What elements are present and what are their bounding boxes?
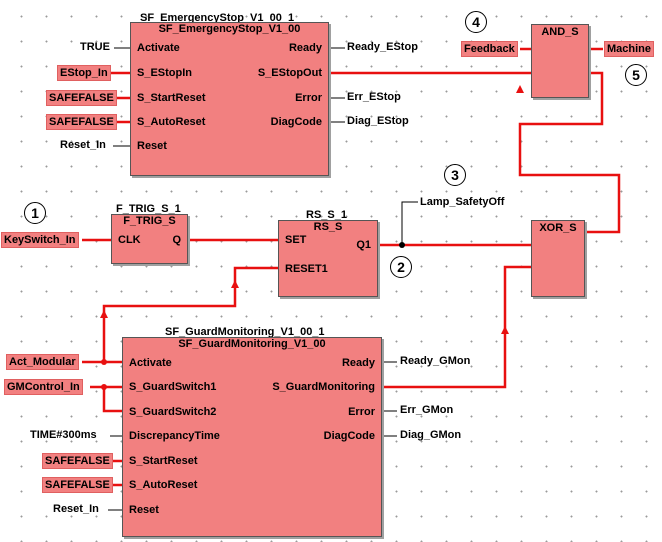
signal-guard-reset-in[interactable]: Reset_In xyxy=(53,503,99,515)
standard-wires xyxy=(108,47,418,511)
estop-pin-ready[interactable]: Ready xyxy=(288,42,322,54)
arrow-act-modular xyxy=(100,310,108,318)
signal-guard-safefalse-1[interactable]: SAFEFALSE xyxy=(42,453,113,469)
estop-pin-reset[interactable]: Reset xyxy=(137,140,167,152)
wire-guard-to-xor[interactable] xyxy=(380,265,531,389)
callout-4: 4 xyxy=(465,11,487,33)
signal-estop-safefalse-2[interactable]: SAFEFALSE xyxy=(46,114,117,130)
signal-true[interactable]: TRUE xyxy=(80,41,110,53)
callout-5: 5 xyxy=(625,64,647,86)
rs-pin-reset1[interactable]: RESET1 xyxy=(285,263,328,275)
guard-pin-ready[interactable]: Ready xyxy=(341,357,375,369)
callout-3: 3 xyxy=(444,164,466,186)
guard-pin-startreset[interactable]: S_StartReset xyxy=(129,455,198,467)
junction-gmcontrol xyxy=(101,384,107,390)
arrow-and-loop xyxy=(516,85,524,93)
guard-pin-discrepancytime[interactable]: DiscrepancyTime xyxy=(129,430,220,442)
xor-block-type: XOR_S xyxy=(539,222,577,234)
rs-block[interactable]: RS_S SET RESET1 Q1 xyxy=(278,220,378,297)
guard-instance-name: SF_GuardMonitoring_V1_00_1 xyxy=(165,326,325,338)
estop-block-type: SF_EmergencyStop_V1_00 xyxy=(158,23,301,35)
signal-gmcontrol-in[interactable]: GMControl_In xyxy=(4,379,83,395)
wire-lamp[interactable] xyxy=(401,201,418,245)
guard-pin-error[interactable]: Error xyxy=(348,406,375,418)
signal-feedback[interactable]: Feedback xyxy=(461,41,518,57)
signal-flow-arrows xyxy=(100,85,524,334)
signal-err-gmon[interactable]: Err_GMon xyxy=(400,404,454,416)
signal-diag-estop[interactable]: Diag_EStop xyxy=(347,115,409,127)
signal-estop-reset-in[interactable]: Reset_In xyxy=(60,139,106,151)
ftrig-block[interactable]: F_TRIG_S CLK Q xyxy=(111,214,188,264)
signal-ready-gmon[interactable]: Ready_GMon xyxy=(400,355,471,367)
signal-machine[interactable]: Machine xyxy=(604,41,655,57)
wire-act-to-rs-reset[interactable] xyxy=(102,266,278,362)
rs-instance-name: RS_S_1 xyxy=(306,209,347,221)
signal-discrepancy-time[interactable]: TIME#300ms xyxy=(30,429,97,441)
rs-pin-set[interactable]: SET xyxy=(285,234,307,246)
callout-1: 1 xyxy=(24,202,46,224)
rs-block-type: RS_S xyxy=(313,221,343,233)
and-block-type: AND_S xyxy=(541,26,579,38)
estop-pin-activate[interactable]: Activate xyxy=(137,42,180,54)
signal-guard-safefalse-2[interactable]: SAFEFALSE xyxy=(42,477,113,493)
xor-block[interactable]: XOR_S xyxy=(531,220,585,297)
guard-block[interactable]: SF_GuardMonitoring_V1_00 Activate S_Guar… xyxy=(122,337,382,537)
estop-pin-error[interactable]: Error xyxy=(295,92,322,104)
wire-junctions xyxy=(101,359,107,390)
guard-pin-guardmonitoring[interactable]: S_GuardMonitoring xyxy=(272,381,375,393)
signal-ready-estop[interactable]: Ready_EStop xyxy=(347,41,418,53)
estop-pin-autoreset[interactable]: S_AutoReset xyxy=(137,116,206,128)
ftrig-pin-q[interactable]: Q xyxy=(172,234,181,246)
rs-pin-q1[interactable]: Q1 xyxy=(356,239,371,251)
junction-q1 xyxy=(399,242,405,248)
ftrig-pin-clk[interactable]: CLK xyxy=(118,234,141,246)
signal-estop-in[interactable]: EStop_In xyxy=(57,65,111,81)
guard-pin-guardswitch1[interactable]: S_GuardSwitch1 xyxy=(129,381,217,393)
wire-gmcontrol-branch[interactable] xyxy=(102,387,122,413)
wire-and-xor-loop[interactable] xyxy=(518,71,621,234)
signal-keyswitch-in[interactable]: KeySwitch_In xyxy=(1,232,79,248)
guard-pin-diagcode[interactable]: DiagCode xyxy=(323,430,375,442)
estop-pin-estopin[interactable]: S_EStopIn xyxy=(137,67,193,79)
guard-pin-reset[interactable]: Reset xyxy=(129,504,159,516)
and-block[interactable]: AND_S xyxy=(531,24,589,98)
estop-pin-diagcode[interactable]: DiagCode xyxy=(270,116,322,128)
signal-estop-safefalse-1[interactable]: SAFEFALSE xyxy=(46,90,117,106)
callout-2: 2 xyxy=(390,256,412,278)
guard-pin-activate[interactable]: Activate xyxy=(129,357,172,369)
arrow-rs-reset xyxy=(231,280,239,288)
guard-block-type: SF_GuardMonitoring_V1_00 xyxy=(178,338,326,350)
ftrig-instance-name: F_TRIG_S_1 xyxy=(116,203,181,215)
guard-pin-guardswitch2[interactable]: S_GuardSwitch2 xyxy=(129,406,217,418)
guard-pin-autoreset[interactable]: S_AutoReset xyxy=(129,479,198,491)
ftrig-block-type: F_TRIG_S xyxy=(123,215,176,227)
estop-instance-name: SF_EmergencyStop_V1_00_1 xyxy=(140,12,295,24)
estop-pin-estopout[interactable]: S_EStopOut xyxy=(257,67,322,79)
estop-block[interactable]: SF_EmergencyStop_V1_00 Activate S_EStopI… xyxy=(130,22,329,176)
signal-lamp-safetyoff[interactable]: Lamp_SafetyOff xyxy=(420,196,505,208)
estop-pin-startreset[interactable]: S_StartReset xyxy=(137,92,206,104)
signal-err-estop[interactable]: Err_EStop xyxy=(347,91,401,103)
signal-diag-gmon[interactable]: Diag_GMon xyxy=(400,429,462,441)
signal-act-modular[interactable]: Act_Modular xyxy=(6,354,79,370)
arrow-guard-out xyxy=(501,326,509,334)
junction-act-modular xyxy=(101,359,107,365)
